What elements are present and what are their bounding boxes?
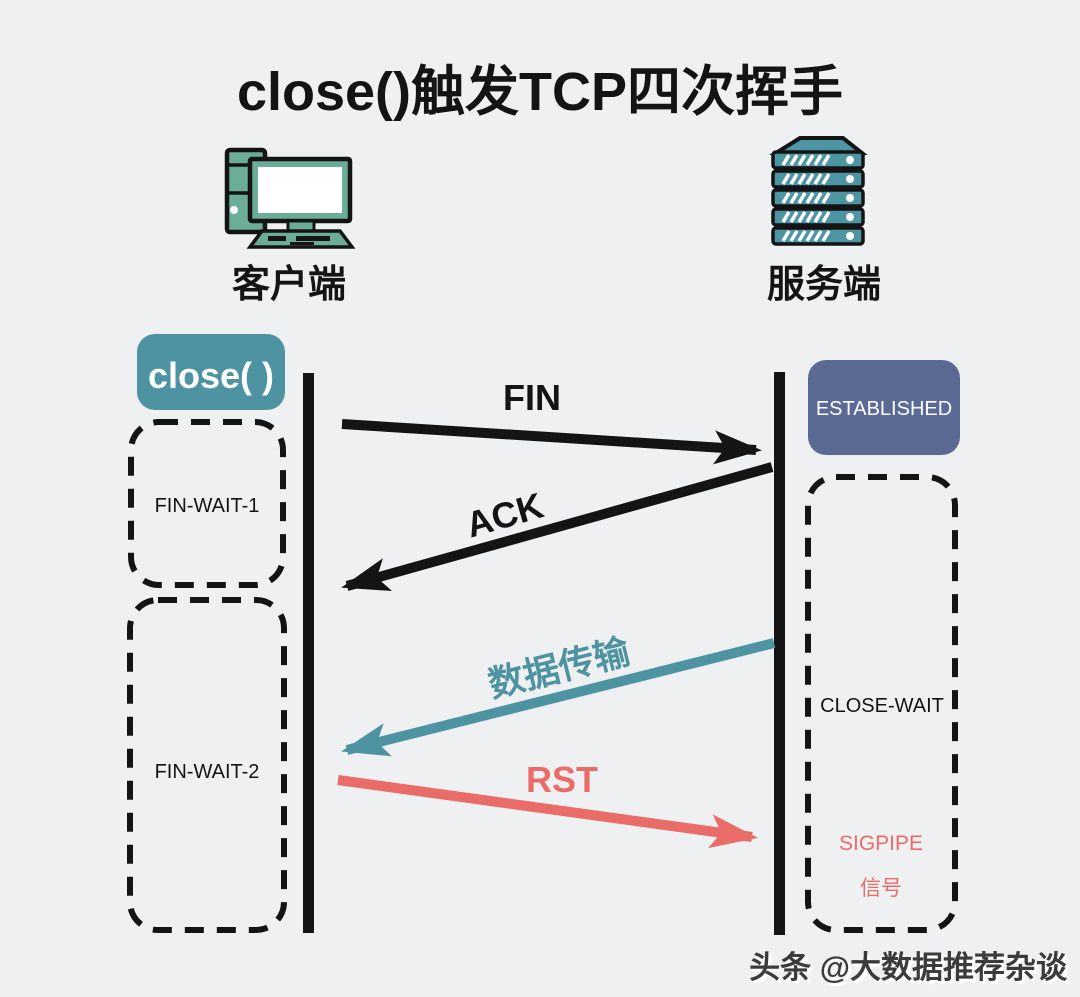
close-call-box [137, 334, 285, 410]
client-label: 客户端 [232, 263, 346, 306]
sigpipe-signal-label: 信号 [860, 877, 902, 900]
fin-label: FIN [503, 377, 561, 418]
client-computer-icon [224, 147, 356, 249]
watermark-shadow: 头条 @大数据推荐杂谈 [752, 953, 1071, 988]
established-box [808, 360, 960, 455]
ack-arrow [341, 462, 774, 592]
fin-wait-1-box [128, 419, 286, 588]
fin-wait-1-label: FIN-WAIT-1 [155, 495, 260, 517]
fin-wait-2-box [127, 597, 287, 933]
watermark: 头条 @大数据推荐杂谈 头条 @大数据推荐杂谈 [749, 950, 1071, 988]
server-state-box [805, 474, 958, 933]
server-label: 服务端 [767, 264, 881, 306]
data-transfer-arrow [341, 638, 776, 757]
rst-arrow [337, 775, 758, 849]
computer-screen [258, 167, 342, 213]
sigpipe-label: SIGPIPE [839, 832, 923, 855]
close-wait-label: CLOSE-WAIT [820, 695, 944, 717]
fin-wait-2-label: FIN-WAIT-2 [155, 761, 260, 783]
watermark-text: 头条 @大数据推荐杂谈 [749, 950, 1068, 985]
rst-label: RST [526, 759, 598, 800]
server-rack-icon [769, 136, 868, 246]
page-title: close()触发TCP四次挥手 [237, 62, 843, 122]
server-lifeline [774, 372, 785, 935]
established-label: ESTABLISHED [816, 398, 952, 420]
fin-arrow [341, 419, 762, 465]
close-call-label: close( ) [148, 355, 274, 396]
client-lifeline [303, 373, 314, 933]
